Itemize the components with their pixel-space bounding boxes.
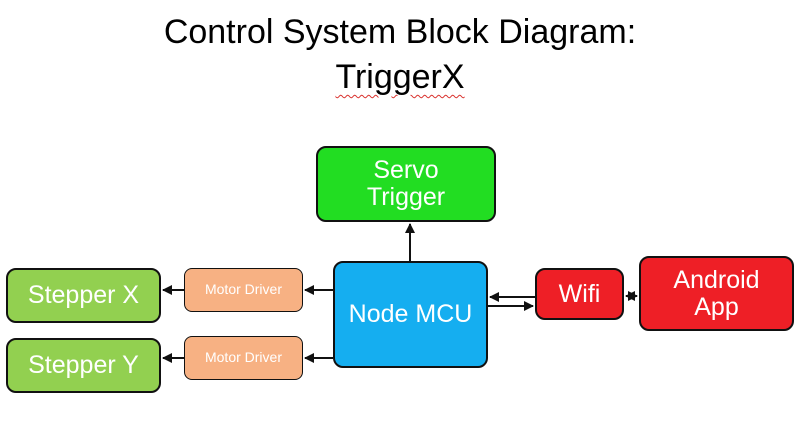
wifi-block: Wifi (535, 268, 624, 320)
diagram-subtitle: TriggerX (0, 57, 800, 97)
motor-driver-y-block: Motor Driver (184, 336, 303, 380)
android-app-block: Android App (639, 256, 794, 331)
node-mcu-block: Node MCU (333, 261, 488, 368)
servo-trigger-block: Servo Trigger (316, 146, 496, 222)
stepper-x-block: Stepper X (6, 268, 161, 323)
stepper-y-block: Stepper Y (6, 338, 161, 393)
project-name: TriggerX (335, 58, 465, 96)
motor-driver-x-block: Motor Driver (184, 268, 303, 312)
diagram-title: Control System Block Diagram: (163, 13, 637, 51)
